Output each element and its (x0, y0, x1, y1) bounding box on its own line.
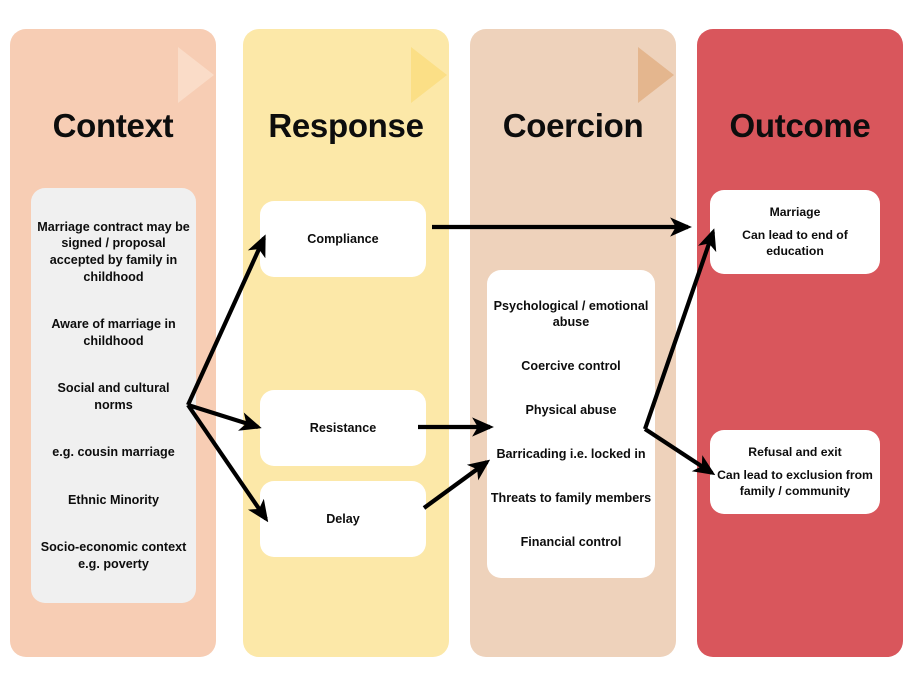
context-item: Aware of marriage in childhood (51, 317, 176, 348)
column-response: Response (243, 29, 449, 657)
context-item: e.g. cousin marriage (52, 445, 175, 460)
response-pill-resistance[interactable]: Resistance (260, 390, 426, 466)
coercion-item: Physical abuse (525, 403, 617, 417)
response-pill-label: Resistance (309, 420, 377, 435)
column-context-title: Context (52, 107, 174, 144)
outcome-detail: Can lead to end of education (742, 227, 848, 259)
context-item: Socio-economic context e.g. poverty (40, 539, 187, 571)
column-coercion-arrow-tab (638, 47, 674, 103)
coercion-item: Threats to family members (490, 491, 652, 505)
outcome-heading: Marriage (769, 205, 821, 220)
response-pill-label: Compliance (307, 231, 379, 246)
response-pill-compliance[interactable]: Compliance (260, 201, 426, 277)
coercion-tactics-panel: Psychological / emotional abuse Coercive… (487, 270, 655, 578)
outcome-heading: Refusal and exit (748, 445, 842, 460)
outcome-box-marriage[interactable]: Marriage Can lead to end of education (710, 190, 880, 274)
coercion-item: Barricading i.e. locked in (496, 447, 646, 461)
context-factors-panel: Marriage contract may be signed / propos… (31, 188, 196, 603)
outcome-detail: Can lead to exclusion from family / comm… (717, 467, 873, 499)
context-item: Social and cultural norms (57, 381, 170, 412)
response-pill-label: Delay (326, 511, 360, 526)
coercion-item: Psychological / emotional abuse (493, 298, 649, 329)
context-item: Marriage contract may be signed / propos… (37, 219, 190, 284)
column-outcome-title: Outcome (729, 107, 871, 144)
context-item: Ethnic Minority (68, 492, 159, 507)
coercion-item: Financial control (520, 535, 622, 549)
coercion-item: Coercive control (521, 359, 621, 373)
column-coercion-title: Coercion (502, 107, 644, 144)
response-pill-delay[interactable]: Delay (260, 481, 426, 557)
column-response-arrow-tab (411, 47, 447, 103)
column-context-arrow-tab (178, 47, 214, 103)
column-outcome: Outcome (697, 29, 903, 657)
column-response-title: Response (268, 107, 424, 144)
outcome-box-refusal[interactable]: Refusal and exit Can lead to exclusion f… (710, 430, 880, 514)
